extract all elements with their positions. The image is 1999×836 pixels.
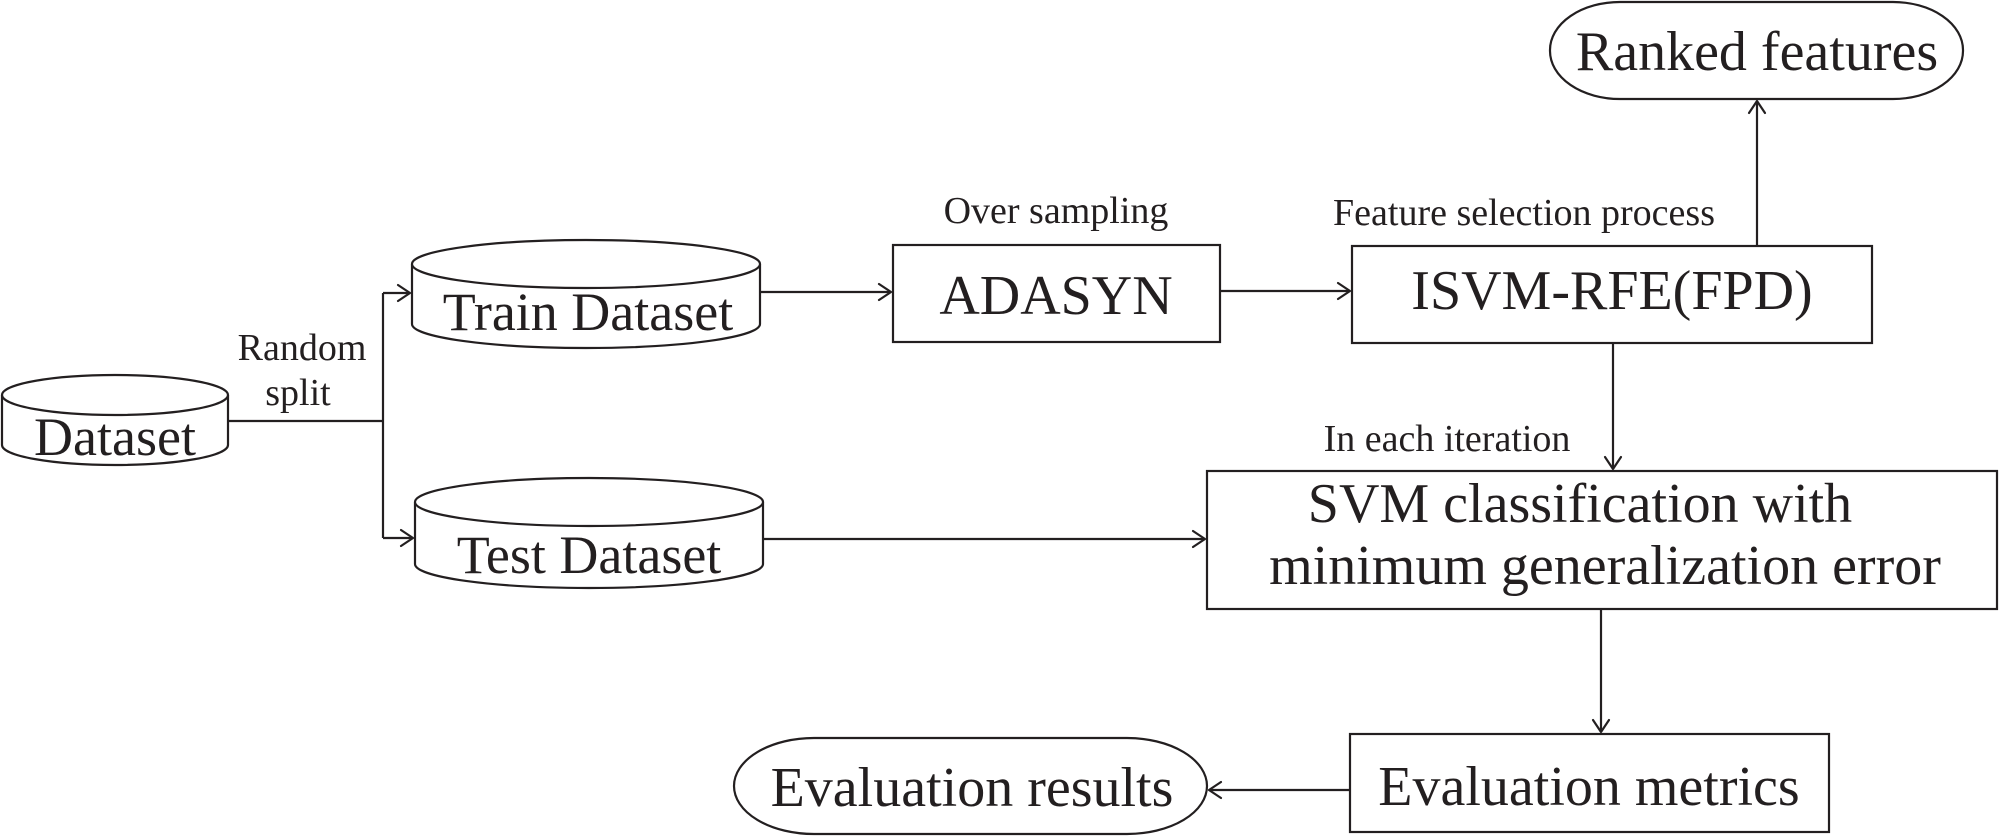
in-each-iteration-label: In each iteration bbox=[1324, 418, 1571, 460]
arrow-adasyn-to-isvm bbox=[1220, 281, 1352, 301]
feature-selection-process-label: Feature selection process bbox=[1333, 192, 1715, 234]
test-dataset-node: Test Dataset bbox=[413, 476, 765, 590]
evaluation-results-label: Evaluation results bbox=[771, 757, 1174, 819]
test-dataset-label: Test Dataset bbox=[457, 525, 722, 585]
arrow-to-test bbox=[383, 528, 415, 548]
arrow-test-to-svm bbox=[763, 529, 1207, 549]
dataset-node: Dataset bbox=[0, 373, 230, 467]
svm-classification-node: SVM classification with minimum generali… bbox=[1205, 469, 1999, 611]
random-split-label-line2: split bbox=[265, 372, 331, 414]
evaluation-metrics-label: Evaluation metrics bbox=[1378, 756, 1799, 818]
dataset-label: Dataset bbox=[34, 407, 196, 467]
adasyn-label: ADASYN bbox=[939, 265, 1172, 327]
adasyn-node: ADASYN bbox=[891, 243, 1222, 344]
arrow-isvm-to-svm bbox=[1603, 343, 1623, 471]
arrow-to-train bbox=[383, 283, 412, 303]
over-sampling-label: Over sampling bbox=[944, 190, 1169, 232]
svm-label-line1: SVM classification with bbox=[1308, 473, 1852, 535]
arrow-isvm-to-ranked bbox=[1747, 99, 1767, 246]
isvm-rfe-node: ISVM-RFE(FPD) bbox=[1350, 244, 1874, 345]
ranked-features-node: Ranked features bbox=[1548, 0, 1965, 101]
isvm-rfe-label: ISVM-RFE(FPD) bbox=[1411, 260, 1812, 322]
evaluation-metrics-node: Evaluation metrics bbox=[1348, 732, 1831, 834]
svm-label-line2: minimum generalization error bbox=[1269, 535, 1941, 597]
ranked-features-label: Ranked features bbox=[1576, 21, 1938, 83]
train-dataset-label: Train Dataset bbox=[443, 282, 733, 342]
evaluation-results-node: Evaluation results bbox=[732, 736, 1209, 836]
random-split-label-line1: Random bbox=[238, 327, 367, 369]
arrow-train-to-adasyn bbox=[760, 282, 893, 302]
split-connector bbox=[228, 293, 385, 538]
arrow-metrics-to-results bbox=[1207, 780, 1350, 800]
train-dataset-node: Train Dataset bbox=[410, 238, 762, 350]
arrow-svm-to-metrics bbox=[1591, 609, 1611, 734]
